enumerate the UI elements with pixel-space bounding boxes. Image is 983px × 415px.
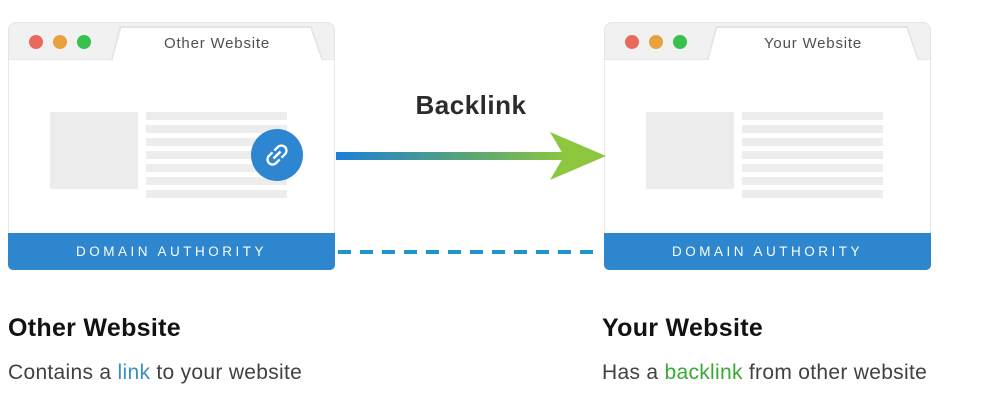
caption-other-website: Other Website Contains a link to your we… — [8, 314, 428, 385]
maximize-dot-icon — [673, 35, 687, 49]
text-skeleton — [146, 112, 287, 203]
backlink-word: backlink — [664, 361, 743, 384]
tab-title: Your Website — [764, 35, 862, 53]
domain-authority-label: DOMAIN AUTHORITY — [75, 244, 267, 259]
skeleton-line — [742, 164, 883, 172]
skeleton-line — [146, 112, 287, 120]
domain-authority-connector-icon — [338, 250, 602, 254]
skeleton-line — [742, 138, 883, 146]
minimize-dot-icon — [53, 35, 67, 49]
caption-text: Contains a link to your website — [8, 361, 428, 385]
caption-heading: Your Website — [602, 314, 764, 342]
domain-authority-bar: DOMAIN AUTHORITY — [8, 233, 335, 270]
skeleton-line — [742, 177, 883, 185]
window-header: Your Website — [604, 22, 931, 60]
skeleton-line — [146, 138, 287, 146]
image-placeholder — [50, 112, 138, 189]
skeleton-line — [742, 151, 883, 159]
traffic-lights — [29, 35, 91, 49]
skeleton-line — [146, 190, 287, 198]
caption-pre: Contains a — [8, 361, 118, 384]
close-dot-icon — [29, 35, 43, 49]
maximize-dot-icon — [77, 35, 91, 49]
caption-your-website: Your Website Has a backlink from other w… — [602, 314, 983, 385]
link-word: link — [117, 361, 151, 384]
traffic-lights — [625, 35, 687, 49]
skeleton-line — [146, 177, 287, 185]
image-placeholder — [646, 112, 734, 189]
skeleton-line — [742, 112, 883, 120]
minimize-dot-icon — [649, 35, 663, 49]
browser-window-your: Your Website DOMAIN AUTHORITY — [604, 22, 931, 270]
domain-authority-bar: DOMAIN AUTHORITY — [604, 233, 931, 270]
domain-authority-label: DOMAIN AUTHORITY — [671, 244, 863, 259]
backlink-title: Backlink — [415, 90, 527, 120]
caption-text: Has a backlink from other website — [602, 361, 983, 385]
skeleton-line — [742, 125, 883, 133]
browser-tab: Other Website — [111, 26, 323, 60]
link-badge — [251, 129, 303, 181]
skeleton-line — [742, 190, 883, 198]
window-body — [604, 60, 931, 233]
caption-post: from other website — [742, 361, 928, 384]
link-icon — [266, 144, 288, 166]
text-skeleton — [742, 112, 883, 203]
skeleton-line — [146, 125, 287, 133]
window-body — [8, 60, 335, 233]
window-header: Other Website — [8, 22, 335, 60]
skeleton-line — [146, 151, 287, 159]
caption-heading: Other Website — [8, 314, 181, 342]
browser-window-other: Other Website DOMAIN AUTHORITY — [8, 22, 335, 270]
skeleton-line — [146, 164, 287, 172]
close-dot-icon — [625, 35, 639, 49]
caption-post: to your website — [150, 361, 303, 384]
browser-tab: Your Website — [707, 26, 919, 60]
tab-title: Other Website — [164, 35, 270, 53]
caption-pre: Has a — [602, 361, 665, 384]
backlink-arrow-icon — [336, 132, 606, 180]
